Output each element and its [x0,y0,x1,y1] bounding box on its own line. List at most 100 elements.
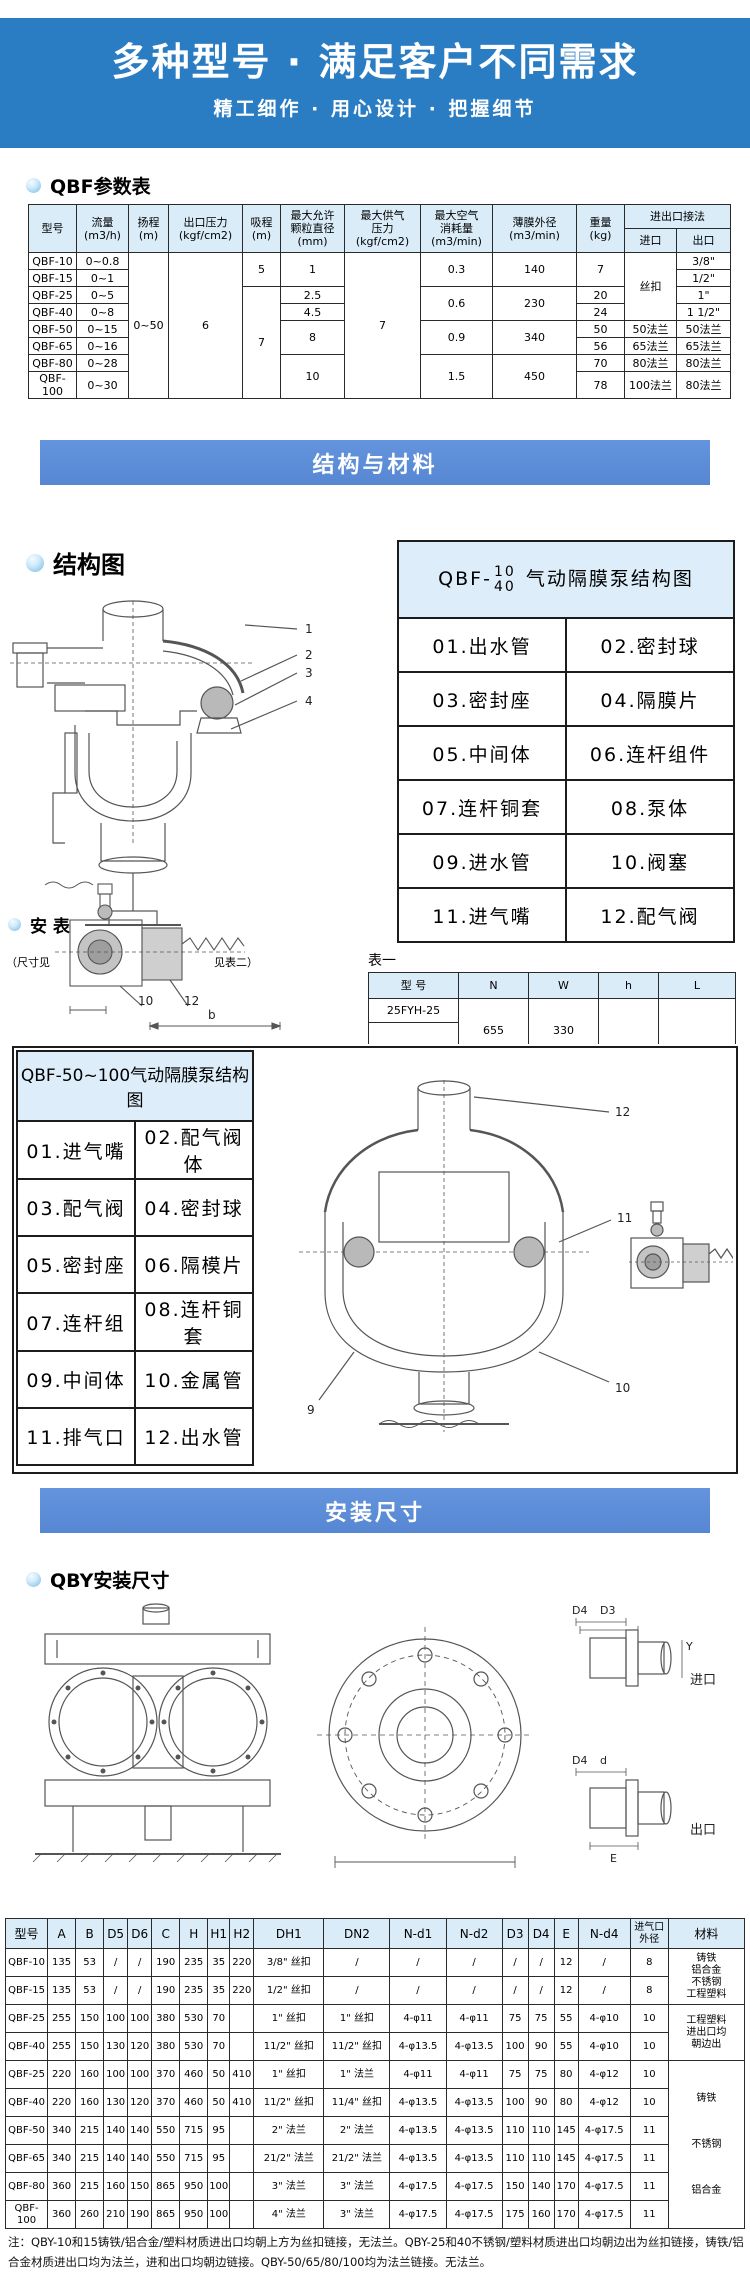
dims-cell: 10 [629,2088,669,2117]
structure-section-title: 结构图 [26,545,125,580]
hero-title-rest: 满足客户不同需求 [318,40,639,84]
dims-cell: / [389,1948,447,1977]
cell-outlet: 80法兰 [676,371,731,399]
dims-cell: / [389,1976,447,2005]
dims-header: D4 [527,1918,555,1949]
dims-cell: / [445,1976,503,2005]
col-header-outlet: 出口 [676,228,731,253]
dims-cell: / [445,1948,503,1977]
cell-particle: 8 [280,320,345,355]
dims-cell: 550 [151,2144,181,2173]
dims-cell: 145 [553,2116,579,2145]
cell-weight: 56 [576,337,625,355]
cell-outlet: 3/8" [676,252,731,270]
parts1-title-prefix: QBF- [438,568,492,591]
footnote-line-1: 注：QBY-10和15铸铁/铝合金/塑料材质进出口均朝上方为丝扣链接，无法兰。Q… [8,2235,744,2249]
cell-flow: 0~5 [76,286,129,304]
dims-header: 材料 [667,1918,746,1949]
dims-cell: 53 [75,1976,105,2005]
dims-header: D3 [501,1918,529,1949]
install-banner: 安装尺寸 [40,1488,710,1533]
table-one-model: 25FYH-25 [368,998,459,1023]
part-item: 04.隔膜片 [565,671,735,727]
dims-cell: 110 [527,2116,555,2145]
cell-flow: 0~15 [76,320,129,338]
dims-cell: 150 [501,2172,529,2201]
dims-cell: 530 [179,2032,209,2061]
dims-cell: 1" 丝扣 [253,2060,325,2089]
dims-header: H [179,1918,209,1949]
dims-cell: / [501,1976,529,2005]
dims-cell: 4-φ10 [577,2032,631,2061]
pump-install-mini-diagram [50,878,360,1038]
dims-cell: 4-φ13.5 [389,2032,447,2061]
dims-cell: 220 [47,2088,77,2117]
cell-outlet: 80法兰 [676,354,731,372]
dims-header: 进气口 外径 [629,1918,669,1949]
dims-header: D6 [127,1918,153,1949]
dims-cell: 75 [527,2060,555,2089]
dims-cell: 4-φ13.5 [445,2144,503,2173]
bullet-ball-icon [26,553,44,572]
dims-cell: 4-φ13.5 [445,2088,503,2117]
dims-cell: QBF-50 [4,2116,49,2145]
part-item: 12.出水管 [134,1407,254,1466]
dims-cell: 140 [103,2116,129,2145]
table-one-header: h [598,972,659,999]
dims-cell: 55 [553,2004,579,2033]
cell-flow: 0~8 [76,303,129,321]
dims-cell: 8 [629,1948,669,1977]
dims-cell: 950 [179,2200,209,2229]
cell-particle: 4.5 [280,303,345,321]
dims-cell: 50 [207,2088,231,2117]
dims-cell: 11/2" 丝扣 [323,2032,391,2061]
mini-diagram-dim-b: b [208,1008,216,1022]
dim-label-d4: D4 [572,1754,587,1767]
dims-cell: 50 [207,2060,231,2089]
dims-cell: 135 [47,1976,77,2005]
dims-cell: / [127,1948,153,1977]
dims-cell: 255 [47,2004,77,2033]
cell-inlet: 80法兰 [624,354,677,372]
pump-structure-diagram-1: 1 2 3 4 [5,593,345,963]
dims-header: A [47,1918,77,1949]
dims-cell: 4-φ12 [577,2060,631,2089]
dims-cell: 3/8" 丝扣 [253,1948,325,1977]
dims-cell: 190 [151,1976,181,2005]
cell-flow: 0~1 [76,269,129,287]
dims-cell: 140 [127,2116,153,2145]
dims-cell: 75 [501,2004,529,2033]
cell-aircons: 0.9 [420,320,493,355]
outlet-label: 出口 [690,1823,716,1838]
structure-title-text: 结构图 [53,551,125,579]
dims-cell: QBF-65 [4,2144,49,2173]
dims-cell: 380 [151,2032,181,2061]
dims-cell: 865 [151,2172,181,2201]
dims-cell: 370 [151,2060,181,2089]
dims-cell: 3" 法兰 [323,2172,391,2201]
table-one-model-clipped [368,1022,459,1044]
hero-title-strong: 多种型号 [111,40,272,84]
cell-model: QBF-40 [28,303,77,321]
dims-cell: 175 [501,2200,529,2229]
dims-cell: 11 [629,2200,669,2229]
col-header: 最大空气 消耗量 (m3/min) [420,204,493,253]
dims-cell: 1" 丝扣 [323,2004,391,2033]
part-item: 08.连杆铜套 [134,1292,254,1352]
dims-cell: 865 [151,2200,181,2229]
cell-aircons: 1.5 [420,354,493,399]
table-one-label: 表一 [368,953,396,969]
dims-cell: 260 [75,2200,105,2229]
dims-cell: / [127,1976,153,2005]
dims-cell: 100 [103,2060,129,2089]
cell-model: QBF-65 [28,337,77,355]
dims-cell: 220 [229,1976,255,2005]
mini-diagram-note-right: 见表二） [214,956,258,969]
diagram1-callout: 4 [305,694,313,708]
params-section-title: QBF参数表 [26,172,151,199]
part-item: 10.阀塞 [565,833,735,889]
dims-cell: / [527,1976,555,2005]
dims-cell: / [103,1948,129,1977]
cell-inlet: 丝扣 [624,252,677,321]
